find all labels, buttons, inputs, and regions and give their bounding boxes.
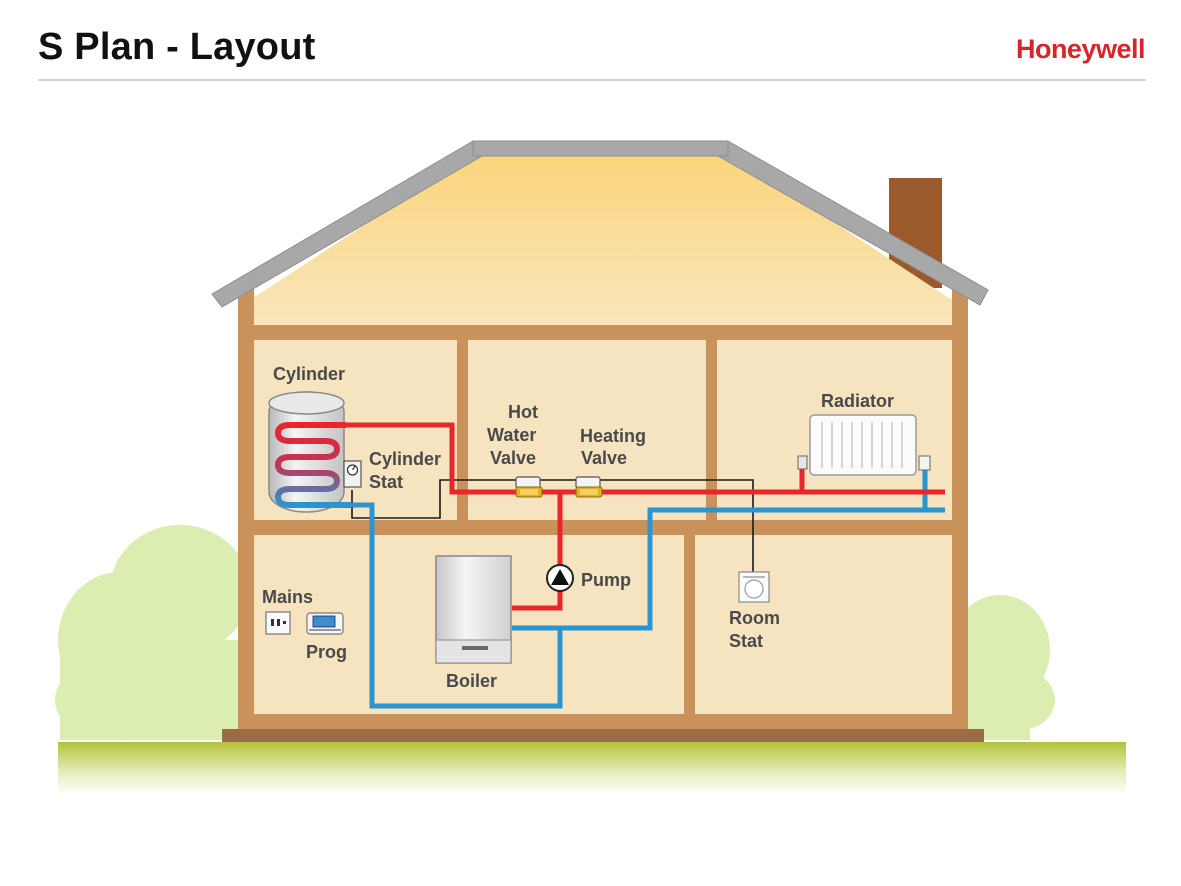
hot-water-cylinder <box>268 391 355 513</box>
label-heating-valve-2: Valve <box>581 448 627 468</box>
boiler <box>435 555 512 664</box>
bush-left <box>55 525 250 740</box>
hot-water-valve <box>515 476 543 498</box>
label-room-stat-2: Stat <box>729 631 763 651</box>
attic <box>250 153 952 330</box>
label-hot-water-valve-2: Water <box>487 425 536 445</box>
cylinder-stat <box>343 460 362 488</box>
pump <box>546 564 574 592</box>
label-cylinder: Cylinder <box>273 364 345 384</box>
header-divider <box>38 79 1146 81</box>
programmer <box>306 612 344 635</box>
label-prog: Prog <box>306 642 347 662</box>
radiator <box>797 414 931 476</box>
return-pipes <box>345 468 945 709</box>
timber-frame <box>238 285 968 730</box>
cylinder-heating-coil <box>274 422 355 508</box>
room-stat <box>738 571 770 603</box>
label-pump: Pump <box>581 570 631 590</box>
label-heating-valve: Heating <box>580 426 646 446</box>
label-hot-water-valve-3: Valve <box>490 448 536 468</box>
label-room-stat: Room <box>729 608 780 628</box>
honeywell-logo: Honeywell <box>1015 34 1146 64</box>
radiator-trv-right <box>918 455 931 471</box>
label-cylinder-stat-2: Stat <box>369 472 403 492</box>
label-hot-water-valve: Hot <box>508 402 538 422</box>
page-title: S Plan - Layout <box>38 26 316 68</box>
mains-socket <box>265 611 291 635</box>
bush-right <box>950 595 1055 740</box>
foundation <box>222 729 984 742</box>
roof <box>211 140 989 308</box>
label-cylinder-stat: Cylinder <box>369 449 441 469</box>
label-boiler: Boiler <box>446 671 497 691</box>
radiator-valve-left <box>797 455 808 470</box>
heating-valve <box>575 476 603 498</box>
ground <box>58 742 1126 794</box>
flow-pipes <box>345 422 945 611</box>
label-radiator: Radiator <box>821 391 894 411</box>
label-mains: Mains <box>262 587 313 607</box>
